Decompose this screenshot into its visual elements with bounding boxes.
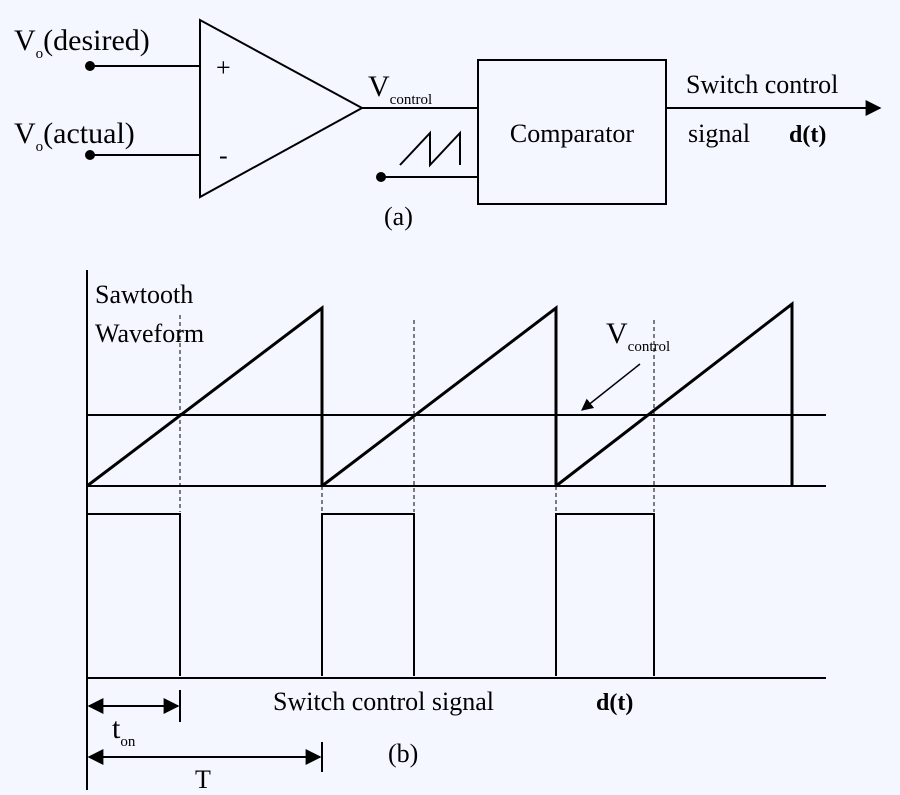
caption-a: (a) (384, 202, 413, 231)
vcontrol-a-v: V (368, 70, 390, 103)
input-desired-sub: o (36, 46, 44, 62)
input-desired-v: V (14, 24, 36, 57)
vcontrol-pointer-arrow (581, 363, 641, 411)
input-desired-tail: (desired) (43, 24, 150, 57)
minus-sign: - (219, 141, 228, 170)
switch-signal-label: Switch control signal (273, 687, 494, 716)
sawtooth-label-line1: Sawtooth (95, 280, 193, 309)
pulse-1 (86, 513, 181, 676)
pulse-3 (555, 513, 655, 676)
pulse-2 (321, 513, 415, 676)
input-actual-tail: (actual) (43, 117, 135, 150)
sawtooth-ramp-1 (86, 304, 324, 488)
sawtooth-icon (399, 130, 461, 168)
vcontrol-label-a: Vcontrol (368, 70, 432, 108)
input-actual-label: Vo(actual) (14, 117, 135, 155)
vcontrol-label-b: Vcontrol (606, 317, 670, 355)
sawtooth-label-line2: Waveform (95, 319, 204, 348)
input-actual-v: V (14, 117, 36, 150)
comparator-box (477, 59, 667, 205)
svg-text:Vo(actual): Vo(actual) (14, 117, 135, 155)
input-actual-sub: o (36, 139, 44, 155)
switch-signal-symbol: d(t) (596, 690, 633, 716)
output-label-line2: signal (688, 119, 750, 148)
vcontrol-a-sub: control (390, 92, 433, 108)
caption-b: (b) (388, 739, 418, 768)
vcontrol-b-v: V (606, 317, 628, 350)
sawtooth-ramp-2 (321, 304, 558, 488)
svg-text:Vo(desired): Vo(desired) (14, 24, 150, 62)
sawtooth-ramp-3 (555, 300, 794, 488)
ton-sub: on (120, 734, 136, 750)
plus-sign: + (216, 53, 231, 82)
vcontrol-b-sub: control (628, 339, 671, 355)
output-label-line1: Switch control (686, 70, 838, 99)
error-amplifier-triangle (199, 18, 365, 199)
period-label: T (195, 765, 211, 794)
waveforms-b: Sawtooth Waveform Vcontrol Switch contro… (86, 270, 826, 794)
output-symbol: d(t) (789, 122, 826, 148)
ton-t: t (112, 712, 121, 745)
input-desired-label: Vo(desired) (14, 24, 150, 62)
comparator-label: Comparator (510, 119, 635, 148)
block-diagram-a: Vo(desired) Vo(actual) + - Vcontrol Comp… (14, 18, 882, 231)
ton-label: ton (112, 712, 136, 750)
